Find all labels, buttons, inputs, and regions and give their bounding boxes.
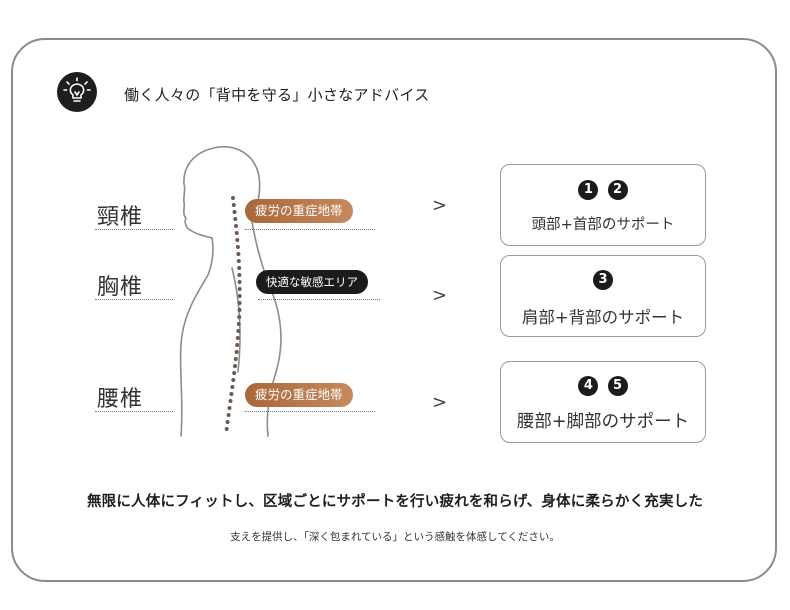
arrow-icon: >	[432, 392, 448, 413]
region-divider	[95, 411, 173, 412]
spine-dot	[229, 392, 234, 396]
region-label-lumbar: 腰椎	[97, 387, 144, 412]
spine-dot	[225, 420, 230, 424]
spine-dot	[234, 224, 238, 228]
spine-dot	[233, 217, 238, 221]
lightbulb-icon	[57, 72, 97, 112]
support-box-head-neck: 1 2 頭部+首部のサポート	[500, 164, 706, 246]
number-badge: 3	[593, 270, 613, 290]
spine-dot	[237, 301, 242, 305]
spine-dot	[230, 385, 235, 389]
spine-dot	[236, 252, 241, 256]
spine-dot	[232, 210, 237, 214]
fatigue-zone-badge: 疲労の重症地帯	[245, 199, 353, 223]
region-label-thoracic: 胸椎	[97, 275, 144, 300]
spine-dot	[236, 259, 241, 263]
support-box-label: 肩部+背部のサポート	[521, 308, 685, 327]
spine-dot	[233, 364, 237, 368]
spine-dot	[235, 343, 240, 347]
spine-dot	[228, 399, 233, 403]
support-box-shoulder-back: 3 肩部+背部のサポート	[500, 255, 706, 337]
spine-dot	[235, 238, 240, 242]
number-badge: 2	[607, 180, 628, 200]
number-badge: 1	[578, 180, 599, 200]
spine-dot	[235, 245, 240, 249]
support-box-waist-legs: 4 5 腰部+脚部のサポート	[500, 361, 706, 443]
spine-dot	[235, 336, 240, 340]
spine-dot	[234, 350, 239, 354]
number-badge: 5	[607, 376, 628, 396]
region-divider	[95, 299, 173, 300]
fatigue-zone-badge: 疲労の重症地帯	[245, 383, 353, 407]
spine-dot	[231, 378, 236, 382]
description-line-1: 無限に人体にフィットし、区域ごとにサポートを行い疲れを和らげ、身体に柔らかく充実…	[86, 494, 704, 510]
arrow-icon: >	[432, 195, 448, 216]
spine-dot	[237, 287, 242, 291]
spine-dot	[226, 413, 231, 417]
spine-dot	[236, 329, 241, 333]
spine-dot	[232, 371, 237, 375]
spine-dot	[231, 203, 236, 207]
support-box-label: 腰部+脚部のサポート	[516, 412, 690, 432]
spine-dot	[231, 196, 235, 200]
pill-underline	[245, 229, 375, 230]
pill-underline	[245, 411, 375, 412]
region-divider	[95, 229, 173, 230]
spine-dot	[237, 294, 242, 298]
number-badge: 4	[578, 376, 599, 396]
spine-dot	[237, 308, 242, 312]
spine-dot	[237, 280, 242, 284]
description-line-2: 支えを提供し、「深く包まれている」という感触を体感してください。	[230, 531, 560, 543]
spine-dot	[237, 273, 242, 277]
spine-dot	[237, 315, 242, 319]
arrow-icon: >	[432, 285, 448, 306]
spine-dot	[237, 266, 242, 270]
pill-underline	[258, 299, 380, 300]
support-box-label: 頭部+首部のサポート	[531, 217, 675, 233]
page-title: 働く人々の「背中を守る」小さなアドバイス	[124, 86, 430, 104]
spine-dots	[224, 196, 242, 431]
spine-dot	[234, 231, 239, 235]
spine-dot	[224, 427, 229, 431]
region-label-cervical: 頸椎	[97, 205, 144, 230]
comfort-zone-badge: 快適な敏感エリア	[256, 270, 368, 294]
spine-dot	[227, 406, 232, 410]
spine-dot	[236, 322, 241, 326]
spine-dot	[233, 357, 238, 361]
